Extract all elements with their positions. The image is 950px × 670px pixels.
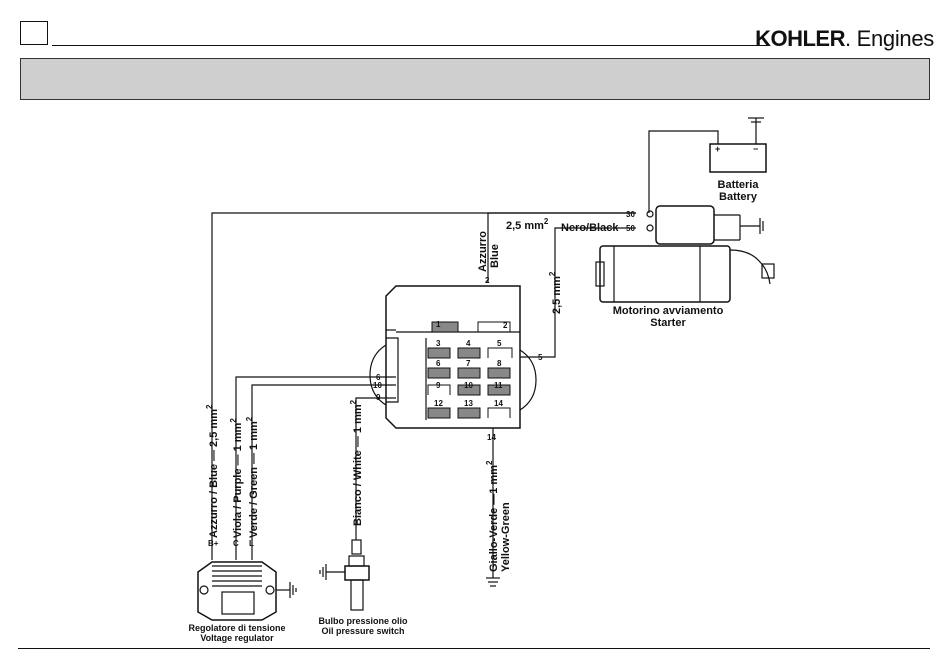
brand-suffix: . Engines — [844, 26, 934, 51]
regulator-terminal-c: C — [233, 539, 239, 548]
ground-wire-label-it: Giallo-Verde —1 mm2 — [485, 460, 500, 572]
brand-name: KOHLER — [755, 26, 845, 51]
lead-14-label: 14 — [487, 433, 496, 442]
regulator-wire-purple-label: Viola / Purple — 1 mm2 — [229, 418, 244, 538]
oil-wire-white-label: Bianco / White — 1 mm2 — [349, 399, 364, 526]
wire-nero-pin5 — [520, 227, 636, 358]
pin-10 — [457, 384, 481, 396]
brand-logo: KOHLER. Engines — [755, 26, 934, 52]
battery-minus: − — [753, 144, 758, 154]
starter-motor — [595, 205, 775, 303]
footer-rule — [18, 648, 930, 649]
regulator-wire-green-label: Verde / Green — 1 mm2 — [245, 416, 260, 538]
oil-switch-label-it: Bulbo pressione olio — [318, 616, 408, 626]
connector-pins — [427, 321, 513, 419]
lead-2-label: 2 — [485, 276, 490, 285]
pin-14 — [487, 407, 511, 418]
pin-label: 10 — [464, 381, 473, 390]
starter-terminal-30: 30 — [626, 210, 635, 219]
pin-6 — [427, 367, 451, 379]
battery-plus: + — [715, 144, 720, 154]
pin-label: 6 — [436, 359, 441, 368]
connector — [369, 285, 537, 429]
lead-10-label: 10 — [373, 381, 382, 390]
pin-7 — [457, 367, 481, 379]
pin-4 — [457, 347, 481, 359]
pin-label: 14 — [494, 399, 503, 408]
pin-label: 1 — [436, 320, 441, 329]
wire-size-vertical: 2,5 mm2 — [548, 271, 563, 314]
pin-3 — [427, 347, 451, 359]
oil-pressure-switch — [319, 539, 370, 611]
wire-nero-black-label: Nero/Black — [561, 222, 619, 234]
header-rule — [52, 45, 770, 46]
pin-label: 13 — [464, 399, 473, 408]
battery-label-it: Batteria — [718, 179, 760, 191]
pin-label: 9 — [436, 381, 441, 390]
regulator-wire-blue-label: Azzurro / Blue — 2,5 mm2 — [205, 404, 220, 538]
pin-1 — [431, 321, 459, 333]
pin-13 — [457, 407, 481, 419]
regulator-label-it: Regolatore di tensione — [188, 623, 285, 633]
wire-white-pin9 — [355, 397, 396, 540]
lead-6-label: 6 — [376, 373, 381, 382]
voltage-regulator — [197, 548, 297, 621]
page-number-box — [20, 21, 48, 45]
wire-purple-pin6 — [235, 376, 396, 548]
pin-label: 7 — [466, 359, 471, 368]
wire-azzurro-label: Azzurro — [477, 231, 489, 272]
wire-green-pin10 — [251, 384, 396, 548]
starter-label-en: Starter — [650, 317, 686, 329]
pin-label: 8 — [497, 359, 502, 368]
pin-label: 12 — [434, 399, 443, 408]
pin-label: 2 — [503, 321, 508, 330]
pin-label: 5 — [497, 339, 502, 348]
pin-label: 4 — [466, 339, 471, 348]
pin-11 — [487, 384, 511, 396]
pin-9 — [427, 384, 451, 395]
pin-label: 11 — [494, 381, 503, 390]
oil-switch-label-en: Oil pressure switch — [321, 626, 404, 636]
pin-12 — [427, 407, 451, 419]
section-title-band — [20, 58, 930, 100]
pin-numbers: 1 2 3 4 5 6 7 8 9 10 11 12 13 14 — [434, 320, 508, 408]
wire-blue-label: Blue — [489, 244, 501, 268]
starter-terminal-50: 50 — [626, 224, 635, 233]
regulator-terminal-b: B+ — [208, 539, 219, 548]
wire-size-top: 2,5 mm2 — [506, 217, 549, 232]
regulator-label-en: Voltage regulator — [200, 633, 274, 643]
battery-label-en: Battery — [719, 191, 758, 203]
wire-30-regulator — [211, 212, 636, 548]
regulator-terminal-l: L — [249, 539, 254, 548]
lead-5-label: 5 — [538, 353, 543, 362]
pin-2 — [477, 321, 511, 332]
starter-label-it: Motorino avviamento — [613, 305, 724, 317]
ground-wire-label-en: Yellow-Green — [500, 502, 512, 572]
pin-8 — [487, 367, 511, 379]
battery — [648, 117, 767, 213]
wire-azzurro-pin2 — [487, 212, 636, 283]
pin-label: 3 — [436, 339, 441, 348]
pin-5 — [487, 347, 513, 358]
lead-9-label: 9 — [376, 393, 381, 402]
